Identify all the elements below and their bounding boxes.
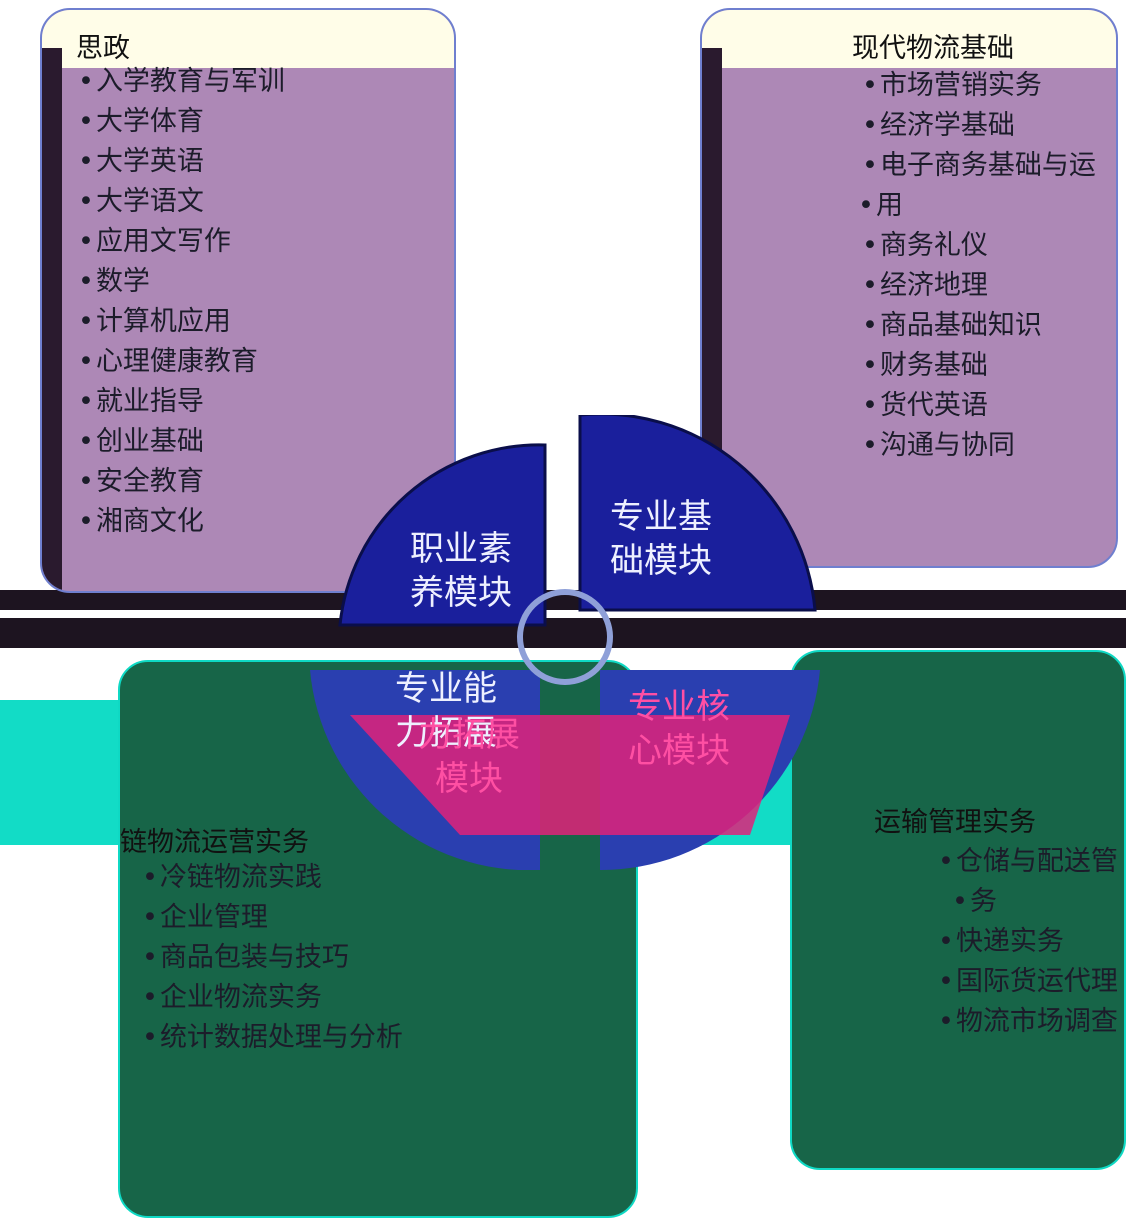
- panel-heading: 运输管理实务: [874, 807, 1036, 838]
- module-panel-general: 思政 入学教育与军训 大学体育 大学英语 大学语文 应用文写作 数学 计算机应用…: [40, 8, 456, 593]
- course-list: 市场营销实务 经济学基础 电子商务基础与运 用 商务礼仪 经济地理 商品基础知识…: [862, 66, 1096, 466]
- cycle-arrow: [517, 589, 613, 685]
- list-item: 冷链物流实践: [142, 858, 403, 898]
- list-item: 企业物流实务: [142, 978, 403, 1018]
- list-item: 心理健康教育: [78, 342, 285, 382]
- list-item: 统计数据处理与分析: [142, 1018, 403, 1058]
- segment-label-literacy: 职业素 养模块: [410, 527, 512, 615]
- pink-overlay: [350, 715, 790, 835]
- list-item: 就业指导: [78, 382, 285, 422]
- cycle-graphic: [310, 412, 820, 871]
- divider-band: [0, 590, 1126, 610]
- list-item: 入学教育与军训: [78, 62, 285, 102]
- label-line: 模块: [435, 759, 503, 799]
- panel-title-bar: [702, 10, 1116, 68]
- list-item: 企业管理: [142, 898, 403, 938]
- course-list: 冷链物流实践 企业管理 商品包装与技巧 企业物流实务 统计数据处理与分析: [142, 858, 403, 1058]
- list-item: 商品基础知识: [862, 306, 1096, 346]
- module-panel-foundation: 现代物流基础 市场营销实务 经济学基础 电子商务基础与运 用 商务礼仪 经济地理…: [700, 8, 1118, 568]
- panel-side-bar: [702, 48, 722, 566]
- list-item: 大学语文: [78, 182, 285, 222]
- module-panel-expansion: 链物流运营实务 冷链物流实践 企业管理 商品包装与技巧 企业物流实务 统计数据处…: [118, 660, 638, 1218]
- label-line: 础模块: [610, 541, 712, 581]
- list-item: 市场营销实务: [862, 66, 1096, 106]
- panel-heading: 现代物流基础: [852, 33, 1014, 64]
- label-line: 专业基: [610, 497, 712, 537]
- list-item: 创业基础: [78, 422, 285, 462]
- list-item: 商务礼仪: [862, 226, 1096, 266]
- list-item: 数学: [78, 262, 285, 302]
- label-line: 力拓展: [395, 713, 497, 753]
- list-item: 大学英语: [78, 142, 285, 182]
- list-item: 安全教育: [78, 462, 285, 502]
- list-item: 货代英语: [862, 386, 1096, 426]
- course-list: 仓储与配送管 务 快递实务 国际货运代理 物流市场调查: [938, 842, 1118, 1042]
- list-item: 财务基础: [862, 346, 1096, 386]
- list-item: 沟通与协同: [862, 426, 1096, 466]
- panel-side-bar: [42, 48, 62, 591]
- list-item: 应用文写作: [78, 222, 285, 262]
- list-item: 用: [858, 186, 1096, 226]
- list-item: 国际货运代理: [938, 962, 1118, 1002]
- label-line: 职业素: [410, 529, 512, 569]
- course-list: 入学教育与军训 大学体育 大学英语 大学语文 应用文写作 数学 计算机应用 心理…: [78, 62, 285, 542]
- panel-title-bar: [42, 10, 454, 68]
- list-item: 经济学基础: [862, 106, 1096, 146]
- label-line: 力拓展: [418, 715, 520, 755]
- list-item: 计算机应用: [78, 302, 285, 342]
- label-line: 心模块: [628, 731, 730, 771]
- list-item: 快递实务: [938, 922, 1118, 962]
- panel-heading: 链物流运营实务: [120, 827, 309, 858]
- list-item: 仓储与配送管: [938, 842, 1118, 882]
- list-item: 大学体育: [78, 102, 285, 142]
- segment-label-core: 专业核 心模块: [628, 685, 730, 773]
- list-item: 经济地理: [862, 266, 1096, 306]
- segment-label-expansion: 专业能 力拓展: [395, 667, 497, 755]
- list-item: 湘商文化: [78, 502, 285, 542]
- list-item: 商品包装与技巧: [142, 938, 403, 978]
- list-item: 物流市场调查: [938, 1002, 1118, 1042]
- list-item: 电子商务基础与运: [862, 146, 1096, 186]
- segment-label-foundation: 专业基 础模块: [610, 495, 712, 583]
- list-item: 务: [952, 882, 1118, 922]
- panel-heading: 思政: [76, 33, 130, 64]
- segment-professional-literacy: [338, 443, 547, 627]
- module-panel-core: 运输管理实务 仓储与配送管 务 快递实务 国际货运代理 物流市场调查: [790, 650, 1126, 1170]
- segment-professional-foundation: [578, 412, 817, 612]
- label-line: 专业核: [628, 687, 730, 727]
- module-cycle-diagram: 职业素 养模块 专业基 础模块 专业能 力拓展 专业核 心模块 力拓展 模块: [310, 412, 830, 871]
- label-line: 养模块: [410, 573, 512, 613]
- segment-label-overlay: 力拓展 模块: [418, 713, 520, 801]
- label-line: 专业能: [395, 669, 497, 709]
- divider-band: [0, 618, 1126, 648]
